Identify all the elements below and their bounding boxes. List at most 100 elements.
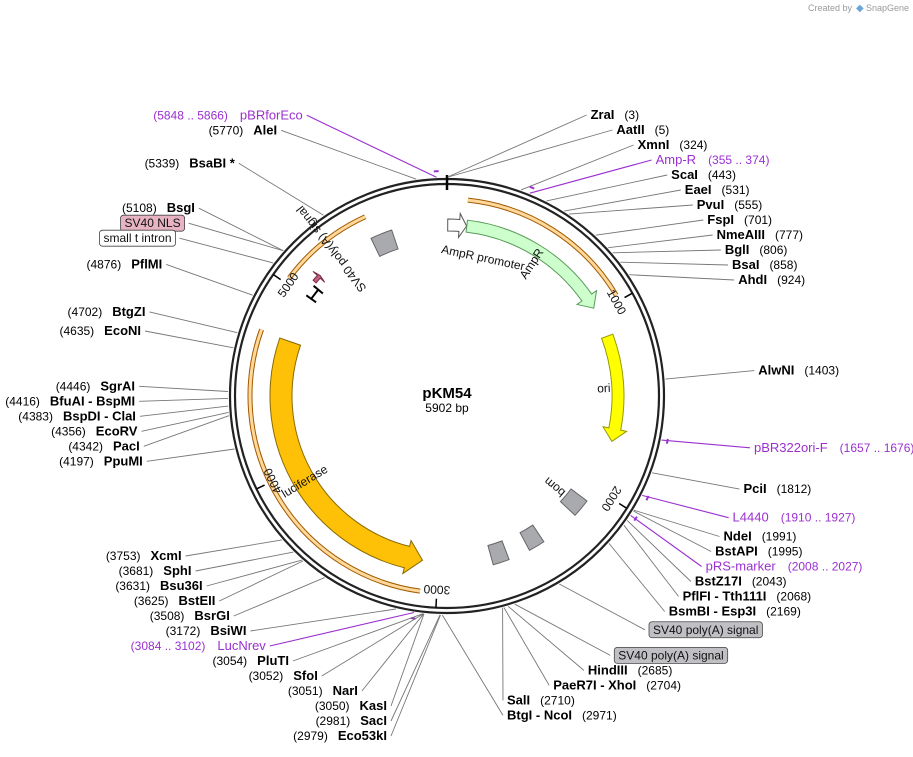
site-label[interactable]: PacI(4342) [68, 438, 139, 453]
site-label[interactable]: BsmBI - Esp3I(2169) [669, 603, 801, 618]
site-position: (2971) [582, 708, 617, 722]
site-label[interactable]: HindIII(2685) [588, 662, 672, 677]
site-name: PacI [113, 438, 140, 453]
site-label[interactable]: EcoNI(4635) [59, 323, 141, 338]
primer-label[interactable]: pRS-marker(2008 .. 2027) [706, 558, 863, 573]
site-label[interactable]: Bsu36I(3631) [115, 578, 202, 593]
site-position: (3172) [166, 624, 201, 638]
snapgene-logo-icon: ◆ [856, 3, 864, 14]
primer-name: pBRforEco [240, 107, 303, 122]
site-position: (5770) [209, 123, 244, 137]
site-label[interactable]: AlwNI(1403) [758, 363, 839, 378]
site-label[interactable]: BtgZI(4702) [68, 304, 146, 319]
feature-ampr[interactable] [465, 219, 598, 309]
site-label[interactable]: SphI(3681) [119, 563, 192, 578]
feature-luciferase[interactable] [269, 337, 424, 575]
primer-label[interactable]: LucNrev(3084 .. 3102) [131, 638, 267, 653]
site-labels: ZraI(3)AatII(5)XmnI(324)Amp-R(355 .. 374… [5, 107, 913, 743]
primer-name: LucNrev [217, 638, 266, 653]
feature-ori[interactable] [600, 333, 628, 443]
primer-mark [633, 516, 638, 522]
site-label[interactable]: NarI(3051) [288, 683, 358, 698]
site-position: (5339) [145, 156, 180, 170]
site-name: BglI [725, 242, 750, 257]
leader-line [233, 577, 325, 617]
site-label[interactable]: SalI(2710) [507, 692, 575, 707]
site-label[interactable]: PpuMI(4197) [59, 453, 143, 468]
site-position: (3625) [134, 594, 169, 608]
site-label[interactable]: BsaI(858) [732, 257, 797, 272]
plasmid-center-label: pKM54 5902 bp [422, 385, 472, 415]
site-label[interactable]: KasI(3050) [315, 698, 387, 713]
feature-callout[interactable]: small t intron [99, 229, 176, 247]
site-name: EcoNI [104, 323, 141, 338]
site-label[interactable]: PflFI - Tth111I(2068) [683, 588, 811, 603]
feature-label-ampr-promoter: AmpR promoter [440, 242, 526, 273]
leader-line [529, 159, 652, 194]
feature-feature-4[interactable] [519, 524, 545, 552]
site-label[interactable]: BfuAI - BspMI(4416) [5, 393, 135, 408]
feature-sv40-poly-a-signal[interactable] [370, 229, 399, 258]
site-label[interactable]: XcmI(3753) [106, 548, 182, 563]
site-label[interactable]: NdeI(1991) [724, 528, 797, 543]
site-label[interactable]: PciI(1812) [743, 481, 811, 496]
site-label[interactable]: PflMI(4876) [87, 256, 163, 271]
site-label[interactable]: EaeI(531) [685, 182, 750, 197]
leader-line [321, 613, 424, 677]
site-label[interactable]: BstZ17I(2043) [695, 573, 787, 588]
site-label[interactable]: AleI(5770) [209, 122, 278, 137]
site-name: ScaI [671, 167, 698, 182]
site-name: BtgZI [112, 304, 145, 319]
primer-range: (1910 .. 1927) [781, 511, 856, 525]
site-label[interactable]: BglI(806) [725, 242, 788, 257]
primer-name: pRS-marker [706, 558, 777, 573]
feature-small-t-intron[interactable] [305, 285, 324, 304]
site-label[interactable]: PvuI(555) [697, 197, 762, 212]
site-position: (1403) [804, 364, 839, 378]
site-label[interactable]: BsgI(5108) [122, 200, 195, 215]
feature-callout[interactable]: SV40 poly(A) signal [613, 646, 729, 664]
site-label[interactable]: NmeAIII(777) [717, 227, 803, 242]
site-position: (4356) [51, 424, 86, 438]
site-label[interactable]: SacI(2981) [316, 713, 387, 728]
feature-callout[interactable]: SV40 NLS [120, 214, 186, 232]
site-label[interactable]: PaeR7I - XhoI(2704) [553, 677, 681, 692]
site-label[interactable]: SfoI(3052) [249, 668, 318, 683]
site-label[interactable]: AhdI(924) [738, 272, 805, 287]
site-label[interactable]: PluTI(3054) [212, 653, 288, 668]
feature-callout[interactable]: SV40 poly(A) signal [648, 621, 763, 639]
site-label[interactable]: ScaI(443) [671, 167, 736, 182]
site-label[interactable]: AatII(5) [616, 122, 669, 137]
site-position: (701) [744, 213, 772, 227]
site-label[interactable]: BsrGI(3508) [150, 608, 230, 623]
feature-ampr-promoter[interactable] [447, 211, 468, 240]
feature-sv40-nls[interactable] [312, 270, 326, 284]
site-label[interactable]: EcoRV(4356) [51, 423, 138, 438]
tick-label-5000: 5000 [275, 270, 302, 300]
leader-line [608, 543, 666, 612]
site-label[interactable]: SgrAI(4446) [56, 378, 135, 393]
site-position: (2981) [316, 714, 351, 728]
primer-label[interactable]: Amp-R(355 .. 374) [656, 152, 770, 167]
site-label[interactable]: BspDI - ClaI(4383) [18, 408, 136, 423]
site-label[interactable]: BsiWI(3172) [166, 623, 247, 638]
primer-label[interactable]: pBR322ori-F(1657 .. 1676) [754, 440, 913, 455]
primer-mark [529, 185, 535, 190]
site-label[interactable]: ZraI(3) [591, 107, 640, 122]
site-label[interactable]: BtgI - NcoI(2971) [507, 707, 617, 722]
primer-label[interactable]: pBRforEco(5848 .. 5866) [153, 107, 303, 122]
leader-line [269, 611, 415, 647]
site-label[interactable]: XmnI(324) [638, 137, 708, 152]
site-label[interactable]: BstAPI(1995) [715, 543, 802, 558]
feature-bom[interactable] [559, 488, 588, 516]
leader-line [503, 607, 550, 686]
site-label[interactable]: BstEII(3625) [134, 593, 216, 608]
site-label[interactable]: FspI(701) [707, 212, 772, 227]
feature-feature-5[interactable] [487, 540, 510, 566]
site-label[interactable]: BsaBI *(5339) [145, 155, 236, 170]
site-label[interactable]: Eco53kI(2979) [293, 728, 387, 743]
primer-label[interactable]: L4440(1910 .. 1927) [733, 510, 856, 525]
site-name: AatII [616, 122, 644, 137]
site-name: PpuMI [104, 453, 143, 468]
leader-line [361, 613, 425, 692]
